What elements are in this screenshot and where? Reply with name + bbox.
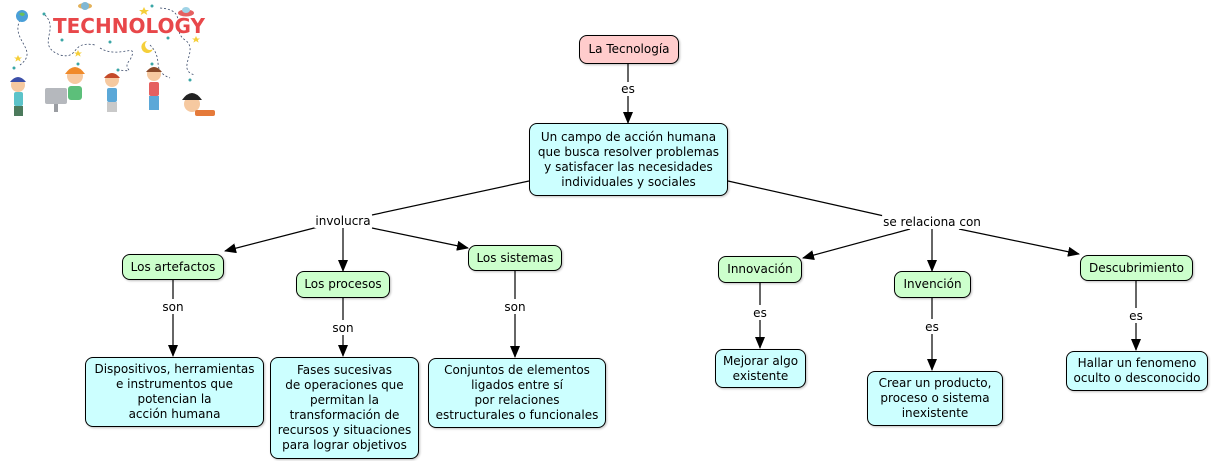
globe-icon xyxy=(16,10,28,22)
star-icon xyxy=(139,7,149,15)
edge-definition-serelaciona xyxy=(727,180,885,217)
node-los-procesos[interactable]: Los procesos xyxy=(296,271,390,298)
link-es-innovacion[interactable]: es xyxy=(752,306,768,320)
star-icon xyxy=(74,50,82,57)
node-los-sistemas[interactable]: Los sistemas xyxy=(468,245,562,271)
node-innovacion[interactable]: Innovación xyxy=(718,256,802,283)
link-son-artefactos[interactable]: son xyxy=(161,300,185,314)
node-procesos-definicion[interactable]: Fases sucesivas de operaciones que permi… xyxy=(270,357,419,459)
node-sistemas-definicion[interactable]: Conjuntos de elementos ligados entre sí … xyxy=(428,358,606,428)
star-icon xyxy=(192,36,200,43)
link-se-relaciona-con[interactable]: se relaciona con xyxy=(882,215,982,229)
link-es-invencion[interactable]: es xyxy=(924,320,940,334)
node-descubrimiento-definicion[interactable]: Hallar un fenomeno oculto o desconocido xyxy=(1066,351,1208,391)
node-definicion[interactable]: Un campo de acción humana que busca reso… xyxy=(529,123,728,196)
technology-banner-image: TECHNOLOGY xyxy=(10,2,215,116)
edge-serelaciona-innovacion xyxy=(802,228,911,260)
link-involucra[interactable]: involucra xyxy=(314,214,372,228)
edge-serelaciona-descubrimiento xyxy=(958,228,1080,257)
link-es-descubrimiento[interactable]: es xyxy=(1128,309,1144,323)
node-descubrimiento[interactable]: Descubrimiento xyxy=(1080,255,1193,281)
node-invencion[interactable]: Invención xyxy=(894,271,971,298)
node-la-tecnologia[interactable]: La Tecnología xyxy=(579,35,679,64)
link-es-root[interactable]: es xyxy=(620,82,636,96)
banner-title: TECHNOLOGY xyxy=(53,14,205,38)
star-icon xyxy=(14,55,22,62)
node-los-artefactos[interactable]: Los artefactos xyxy=(122,254,224,280)
node-innovacion-definicion[interactable]: Mejorar algo existente xyxy=(715,349,806,388)
node-artefactos-definicion[interactable]: Dispositivos, herramientas e instrumento… xyxy=(85,357,264,427)
link-son-sistemas[interactable]: son xyxy=(503,300,527,314)
node-invencion-definicion[interactable]: Crear un producto, proceso o sistema ine… xyxy=(867,371,1003,426)
edge-definition-involucra xyxy=(371,180,530,216)
kids-illustration xyxy=(10,67,215,116)
edge-involucra-sistemas xyxy=(371,227,469,251)
edge-involucra-artefactos xyxy=(224,226,319,254)
moon-icon xyxy=(141,41,153,53)
link-son-procesos[interactable]: son xyxy=(331,321,355,335)
